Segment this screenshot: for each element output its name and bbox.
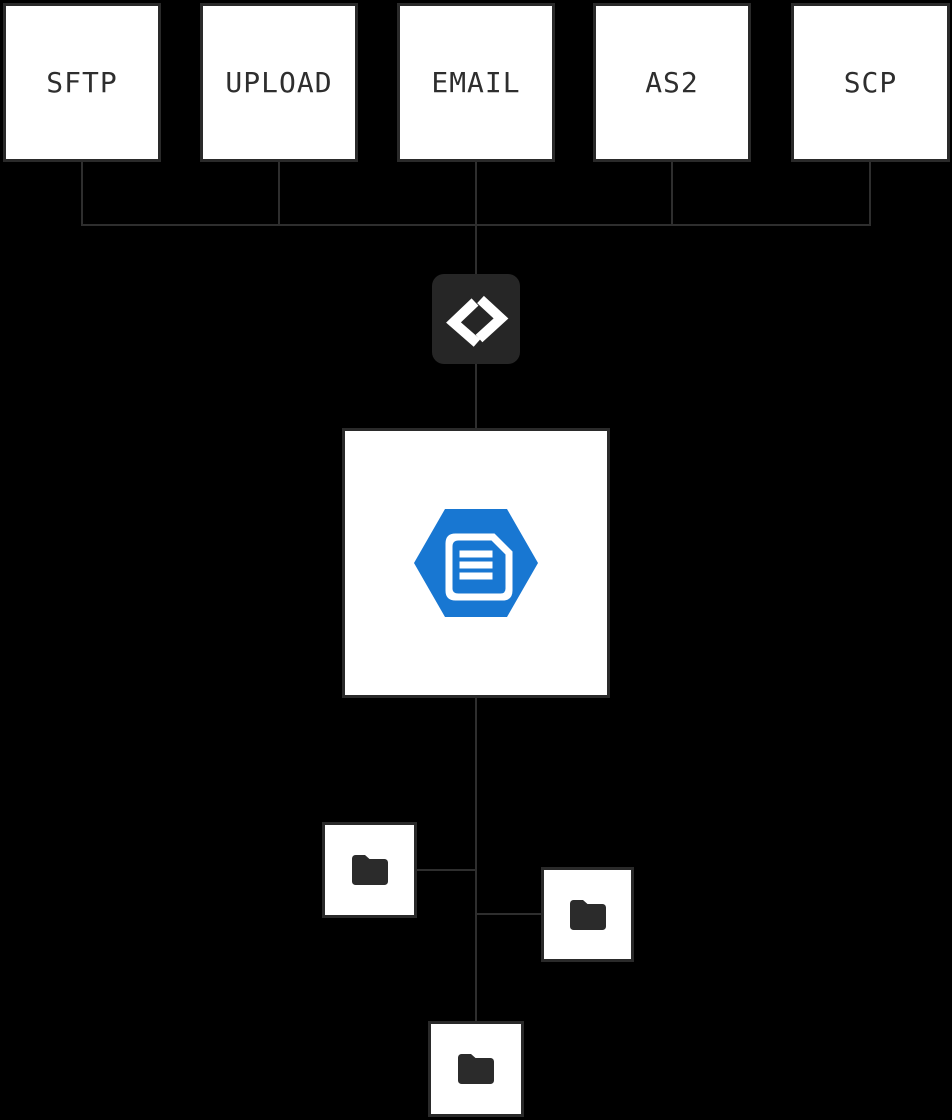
node-document-store bbox=[342, 428, 610, 698]
connector-folder-left bbox=[417, 869, 477, 871]
node-sftp-label: SFTP bbox=[46, 66, 118, 99]
node-as2-label: AS2 bbox=[645, 66, 699, 99]
node-folder-right bbox=[541, 867, 634, 962]
node-upload-label: UPLOAD bbox=[225, 66, 333, 99]
node-processor bbox=[432, 274, 520, 364]
connector-processor-to-document bbox=[475, 364, 477, 428]
node-scp: SCP bbox=[791, 3, 950, 162]
connector-bus bbox=[81, 224, 871, 226]
diamond-brackets-icon bbox=[446, 295, 509, 347]
connector-document-trunk bbox=[475, 697, 477, 1021]
folder-icon bbox=[351, 855, 388, 885]
connector-as2-stub bbox=[671, 162, 673, 226]
folder-icon bbox=[569, 899, 606, 930]
node-email: EMAIL bbox=[397, 3, 555, 162]
node-as2: AS2 bbox=[593, 3, 751, 162]
connector-email-trunk bbox=[475, 162, 477, 274]
connector-sftp-stub bbox=[81, 162, 83, 226]
document-hexagon-icon bbox=[414, 509, 538, 617]
connector-upload-stub bbox=[278, 162, 280, 226]
connector-scp-stub bbox=[869, 162, 871, 226]
node-sftp: SFTP bbox=[3, 3, 161, 162]
node-email-label: EMAIL bbox=[431, 66, 521, 99]
node-scp-label: SCP bbox=[843, 66, 898, 99]
node-upload: UPLOAD bbox=[200, 3, 358, 162]
node-folder-bottom bbox=[428, 1021, 524, 1117]
connector-folder-right bbox=[475, 913, 542, 915]
folder-icon bbox=[458, 1054, 494, 1084]
node-folder-left bbox=[322, 822, 417, 918]
